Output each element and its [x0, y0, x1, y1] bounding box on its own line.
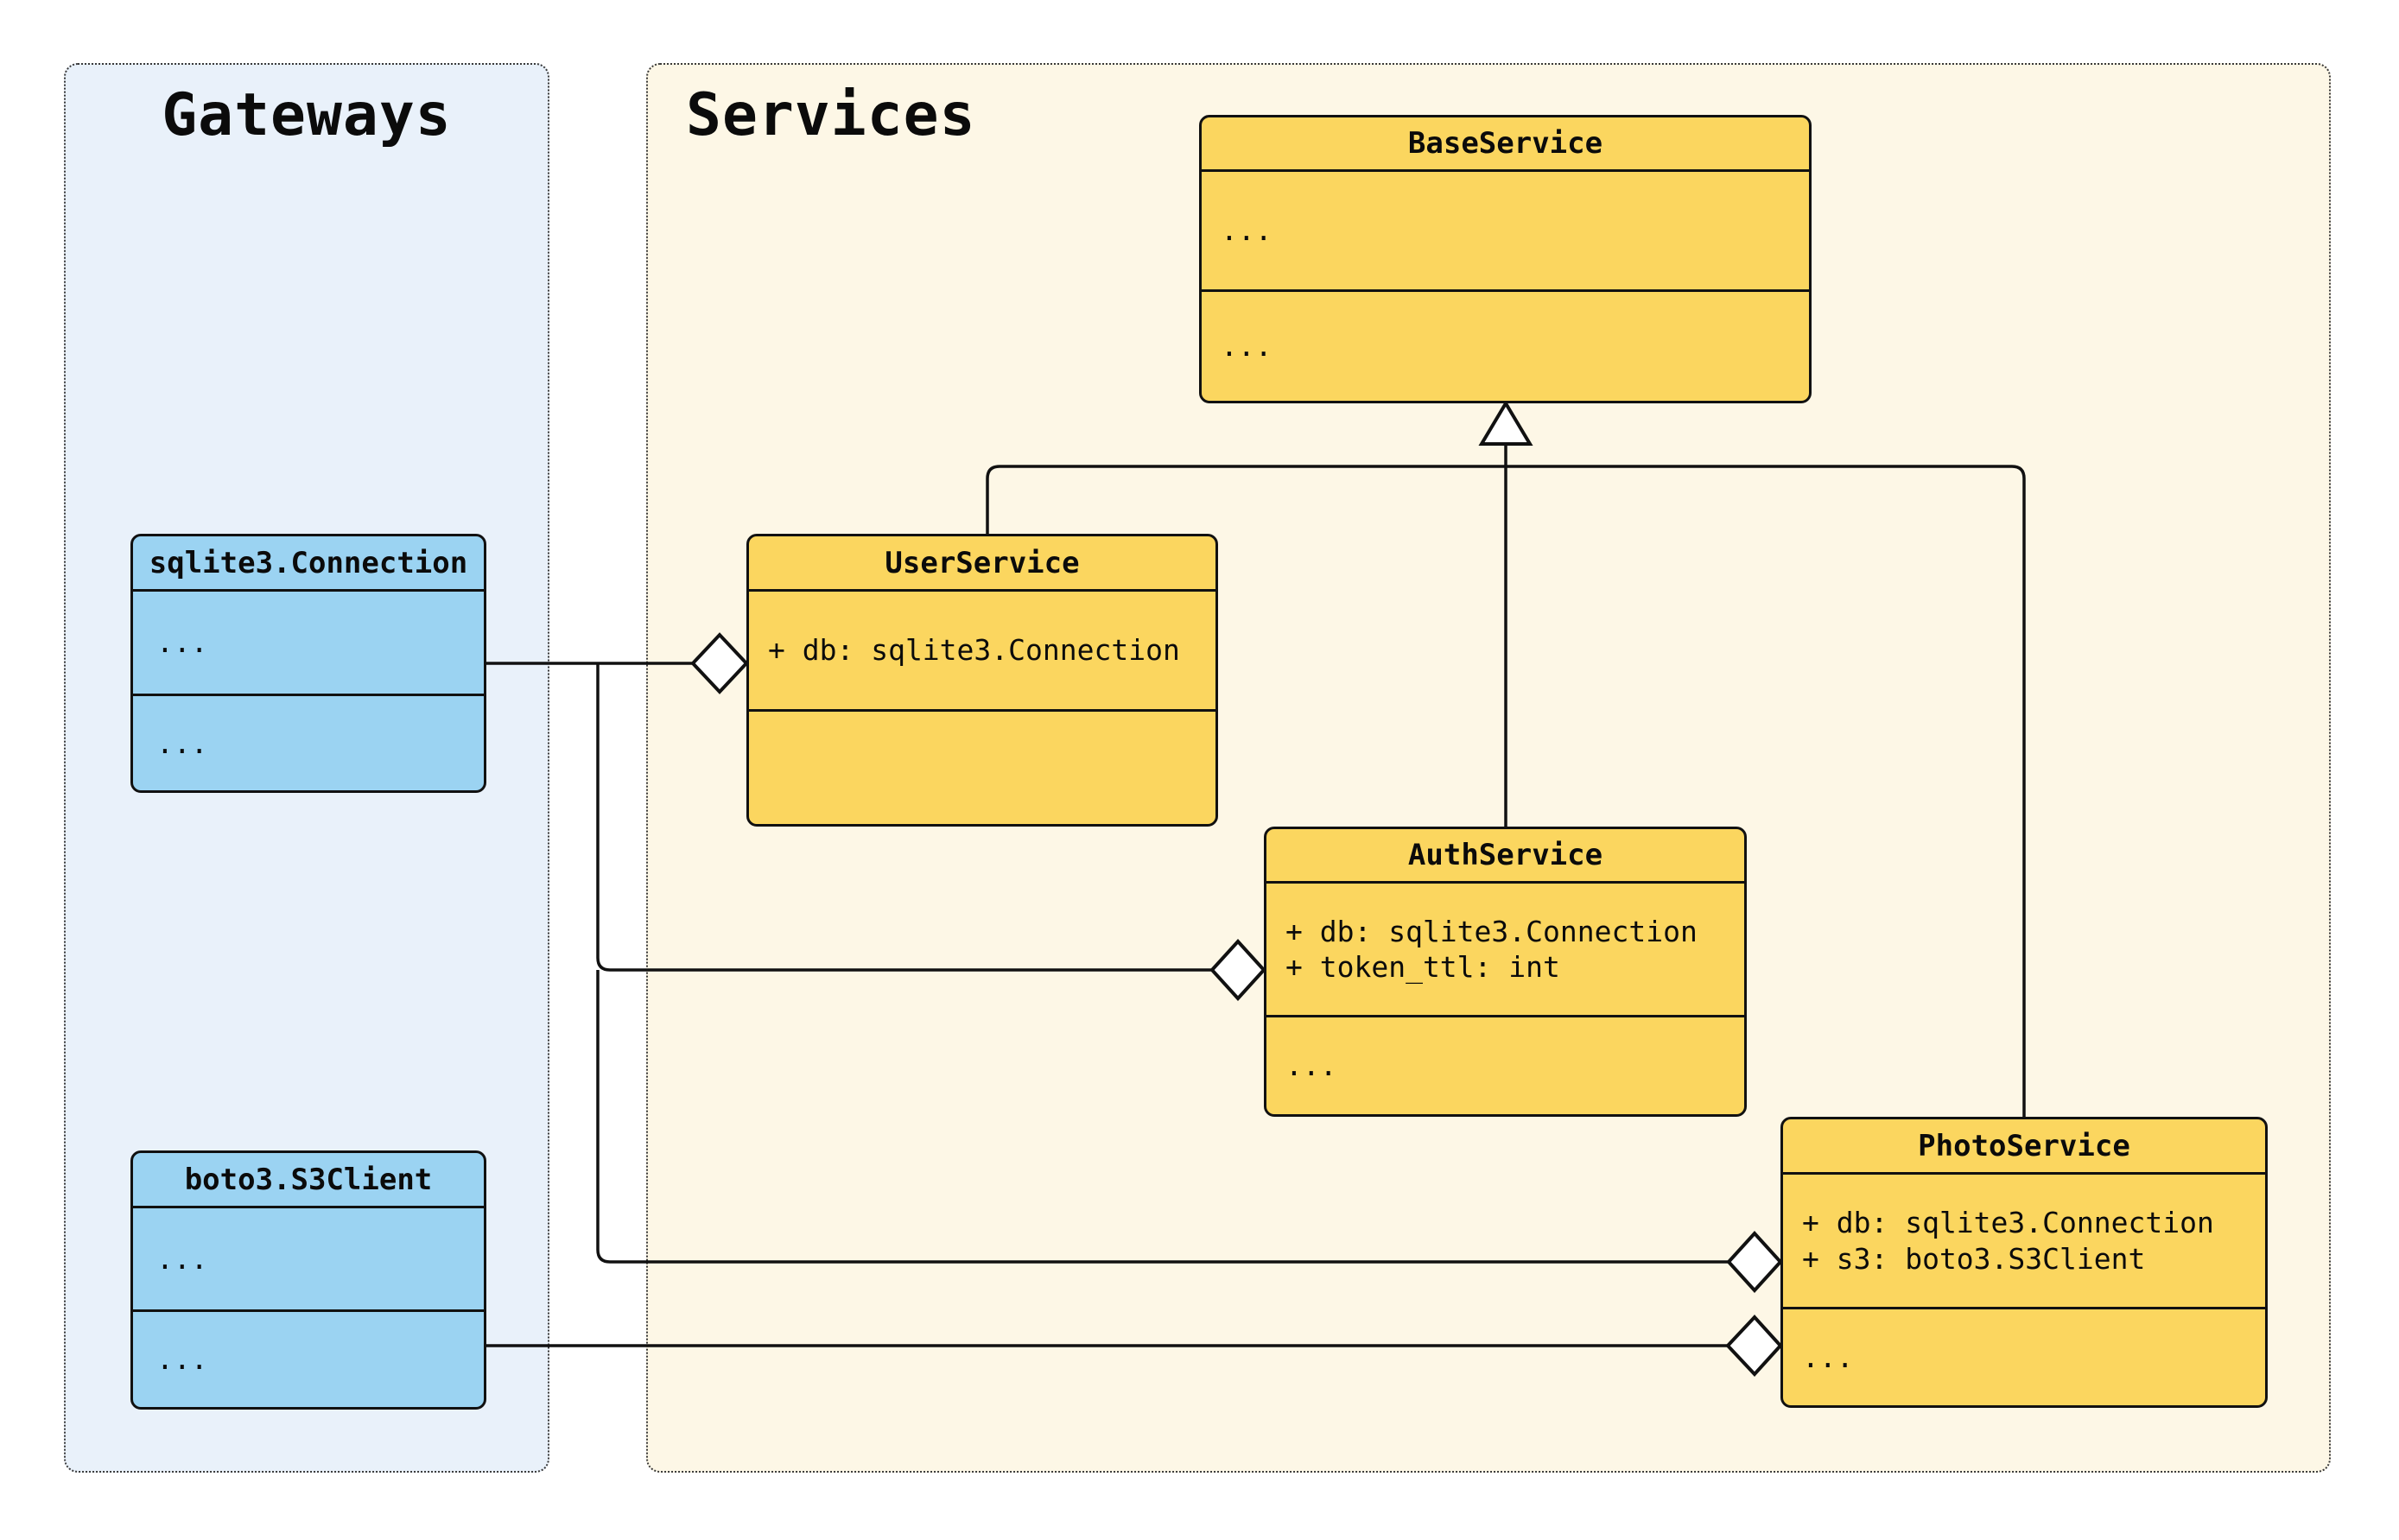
class-authservice: AuthService + db: sqlite3.Connection + t…	[1264, 827, 1747, 1117]
class-baseservice-attributes: ...	[1202, 172, 1809, 289]
class-boto3-s3client-attributes: ...	[133, 1208, 484, 1309]
method-row: ...	[1802, 1340, 1854, 1374]
class-baseservice: BaseService ... ...	[1199, 115, 1812, 403]
class-photoservice-methods: ...	[1783, 1307, 2265, 1405]
attribute-row: + db: sqlite3.Connection	[1285, 914, 1698, 948]
class-authservice-attributes: + db: sqlite3.Connection + token_ttl: in…	[1266, 884, 1744, 1015]
class-sqlite3-connection: sqlite3.Connection ... ...	[130, 534, 486, 793]
class-photoservice-name: PhotoService	[1783, 1119, 2265, 1175]
method-row: ...	[1285, 1049, 1337, 1083]
attribute-row: + db: sqlite3.Connection	[1802, 1206, 2214, 1240]
class-userservice: UserService + db: sqlite3.Connection	[746, 534, 1218, 827]
gateways-panel-title: Gateways	[162, 81, 452, 149]
method-row: ...	[156, 726, 208, 760]
class-sqlite3-connection-name: sqlite3.Connection	[133, 536, 484, 592]
attribute-row: ...	[1221, 213, 1272, 248]
attribute-row: + token_ttl: int	[1285, 950, 1560, 984]
class-authservice-name: AuthService	[1266, 829, 1744, 884]
class-baseservice-methods: ...	[1202, 289, 1809, 401]
method-row: ...	[1221, 329, 1272, 364]
class-userservice-name: UserService	[749, 536, 1215, 592]
class-sqlite3-connection-methods: ...	[133, 694, 484, 790]
class-userservice-attributes: + db: sqlite3.Connection	[749, 592, 1215, 709]
class-userservice-methods	[749, 709, 1215, 824]
class-boto3-s3client-name: boto3.S3Client	[133, 1153, 484, 1208]
attribute-row: ...	[156, 1241, 208, 1276]
services-panel-title: Services	[686, 81, 976, 149]
method-row: ...	[156, 1342, 208, 1377]
attribute-row: + db: sqlite3.Connection	[768, 633, 1180, 668]
class-photoservice-attributes: + db: sqlite3.Connection + s3: boto3.S3C…	[1783, 1175, 2265, 1307]
class-boto3-s3client: boto3.S3Client ... ...	[130, 1150, 486, 1410]
class-authservice-methods: ...	[1266, 1015, 1744, 1114]
class-sqlite3-connection-attributes: ...	[133, 592, 484, 694]
class-boto3-s3client-methods: ...	[133, 1309, 484, 1407]
class-baseservice-name: BaseService	[1202, 117, 1809, 172]
class-photoservice: PhotoService + db: sqlite3.Connection + …	[1780, 1117, 2268, 1408]
attribute-row: ...	[156, 625, 208, 660]
attribute-row: + s3: boto3.S3Client	[1802, 1241, 2146, 1276]
